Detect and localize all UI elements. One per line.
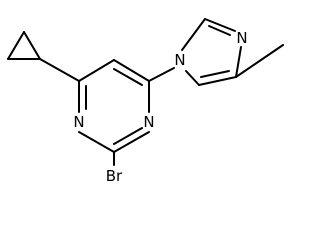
imidazole-bond-c4-c5 <box>198 76 237 86</box>
cyclopropyl-pyrimidine-bond <box>39 58 80 82</box>
pyrimidine-imidazole-bond <box>148 67 175 82</box>
pyrimidine-n-left-label: N <box>73 113 84 131</box>
pyrimidine-bond-n1-c2-inner <box>113 127 143 145</box>
chemical-structure-drawing: N N Br N N <box>7 18 284 185</box>
imidazole-bond-c5-n1 <box>185 70 200 86</box>
pyrimidine-bond-c2-n3 <box>78 131 115 153</box>
pyrimidine-bond-n1-c2 <box>113 131 150 153</box>
imidazole-bond-c2-n3 <box>204 18 236 32</box>
imidazole-bond-n1-c2 <box>181 18 206 51</box>
imidazole-bond-c2-n3-inner <box>208 25 231 36</box>
cyclopropyl-bond-right <box>23 31 41 60</box>
pyrimidine-n-right-label: N <box>143 113 154 131</box>
imidazole-n3-label: N <box>236 29 247 47</box>
pyrimidine-bond-c5-c6-inner <box>113 68 143 86</box>
imidazole-bond-c4-c5-inner <box>200 70 230 78</box>
imidazole-bond-n3-c4 <box>235 46 242 78</box>
imidazole-n1-label: N <box>174 51 185 69</box>
pyrimidine-bond-c4-c5 <box>78 59 115 82</box>
methyl-bond <box>235 44 284 78</box>
bromine-label: Br <box>106 167 123 185</box>
pyrimidine-bond-c5-c6 <box>113 59 150 82</box>
cyclopropyl-bond-top <box>7 31 25 60</box>
